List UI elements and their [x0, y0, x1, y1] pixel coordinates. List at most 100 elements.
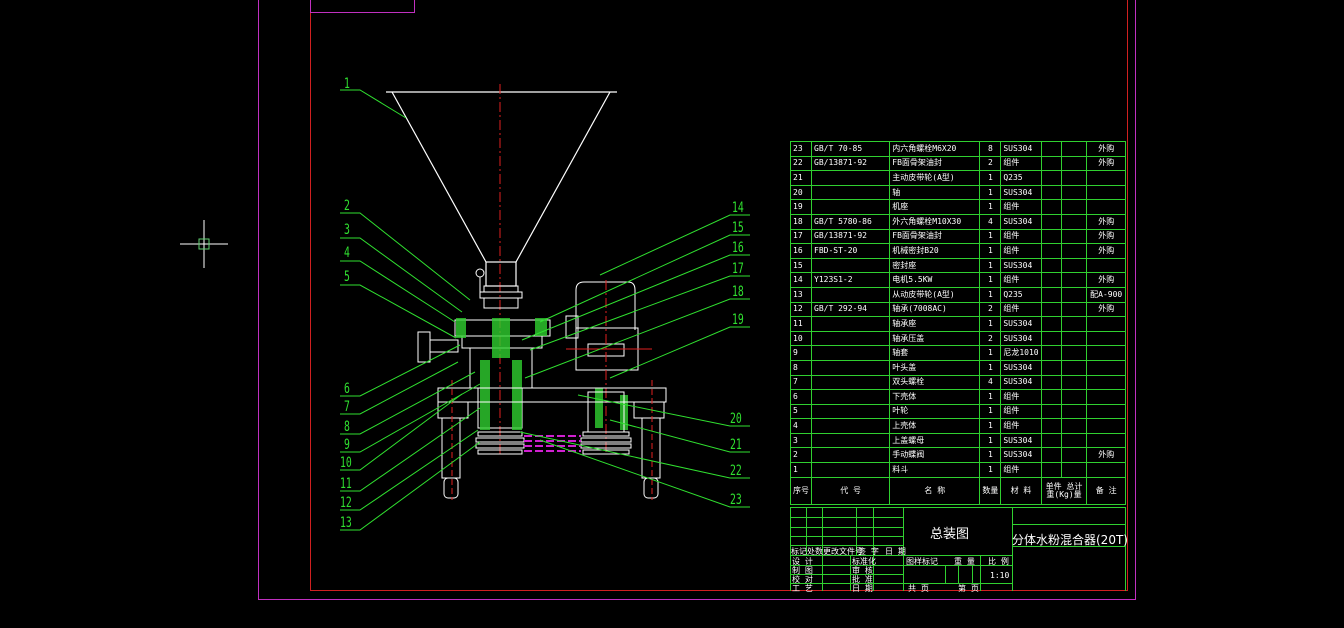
header-code: 代 号	[810, 476, 891, 505]
row-no: 22	[790, 155, 812, 172]
row-no: 13	[790, 286, 812, 303]
material: 尼龙1010	[1000, 345, 1042, 361]
note: 外购	[1086, 155, 1126, 172]
part-name: 手动蝶阀	[889, 447, 981, 464]
approve-label: 批 准	[852, 575, 873, 584]
leader-number: 17	[732, 261, 744, 277]
row-no: 7	[790, 374, 812, 391]
note	[1086, 170, 1126, 186]
part-name: 主动皮带轮(A型)	[889, 170, 981, 186]
part-name: 机座	[889, 199, 981, 215]
part-code	[810, 374, 891, 391]
quantity: 1	[979, 389, 1002, 405]
part-code	[810, 345, 891, 361]
part-code: GB/T 70-85	[810, 141, 891, 157]
part-code	[810, 432, 891, 449]
quantity: 1	[979, 272, 1002, 288]
note	[1086, 345, 1126, 361]
total-weight	[1061, 213, 1088, 230]
note	[1086, 257, 1126, 274]
unit-weight	[1040, 389, 1063, 405]
row-no: 14	[790, 272, 812, 288]
leader-number: 7	[344, 399, 350, 415]
material: 组件	[1000, 243, 1042, 259]
scale-label: 比 例	[988, 557, 1009, 566]
leader-number: 15	[732, 220, 744, 236]
quantity: 1	[979, 462, 1002, 478]
total-weight	[1061, 389, 1088, 405]
scale-value: 1:10	[990, 571, 1010, 580]
part-code	[810, 316, 891, 332]
part-name: 叶头盖	[889, 359, 981, 376]
quantity: 2	[979, 330, 1002, 347]
part-code: FBD-ST-20	[810, 243, 891, 259]
date-label: 日 期	[852, 584, 873, 593]
unit-weight	[1040, 447, 1063, 464]
material: 组件	[1000, 462, 1042, 478]
check-label: 校 对	[792, 575, 813, 584]
part-code	[810, 403, 891, 420]
note	[1086, 374, 1126, 391]
part-name: FB面骨架油封	[889, 155, 981, 172]
unit-weight	[1040, 243, 1063, 259]
material: SUS304	[1000, 330, 1042, 347]
unit-weight	[1040, 141, 1063, 157]
rev-doc-label: 更改文件号	[823, 547, 863, 556]
leader-number: 19	[732, 312, 744, 328]
quantity: 1	[979, 447, 1002, 464]
quantity: 2	[979, 301, 1002, 318]
note	[1086, 418, 1126, 434]
note	[1086, 199, 1126, 215]
material: SUS304	[1000, 374, 1042, 391]
leader-number: 18	[732, 284, 744, 300]
material: SUS304	[1000, 359, 1042, 376]
leader-lines-right	[519, 214, 750, 508]
material: 组件	[1000, 155, 1042, 172]
unit-weight	[1040, 462, 1063, 478]
quantity: 1	[979, 228, 1002, 245]
part-name: 轴承(7008AC)	[889, 301, 981, 318]
material: Q235	[1000, 286, 1042, 303]
note	[1086, 432, 1126, 449]
leader-number: 13	[340, 515, 352, 531]
note	[1086, 330, 1126, 347]
sheet-total: 共 页	[908, 584, 929, 593]
unit-weight	[1040, 418, 1063, 434]
header-weight: 单件 总计 重(Kg)量	[1040, 476, 1088, 505]
unit-weight	[1040, 213, 1063, 230]
rev-date-label: 日 期	[885, 547, 906, 556]
note: 外购	[1086, 141, 1126, 157]
unit-weight	[1040, 403, 1063, 420]
total-weight	[1061, 184, 1088, 201]
outer-border-frame	[258, 0, 1136, 600]
note	[1086, 389, 1126, 405]
leader-number: 21	[730, 437, 742, 453]
note: 外购	[1086, 447, 1126, 464]
quantity: 1	[979, 403, 1002, 420]
leader-number: 22	[730, 463, 742, 479]
unit-weight	[1040, 432, 1063, 449]
total-weight	[1061, 301, 1088, 318]
part-code	[810, 330, 891, 347]
row-no: 1	[790, 462, 812, 478]
part-code	[810, 447, 891, 464]
leader-number: 9	[344, 437, 350, 453]
note	[1086, 462, 1126, 478]
total-weight	[1061, 345, 1088, 361]
material: Q235	[1000, 170, 1042, 186]
part-code	[810, 170, 891, 186]
part-name: 料斗	[889, 462, 981, 478]
material: SUS304	[1000, 257, 1042, 274]
frame-base	[437, 387, 667, 499]
leader-number: 16	[732, 240, 744, 256]
